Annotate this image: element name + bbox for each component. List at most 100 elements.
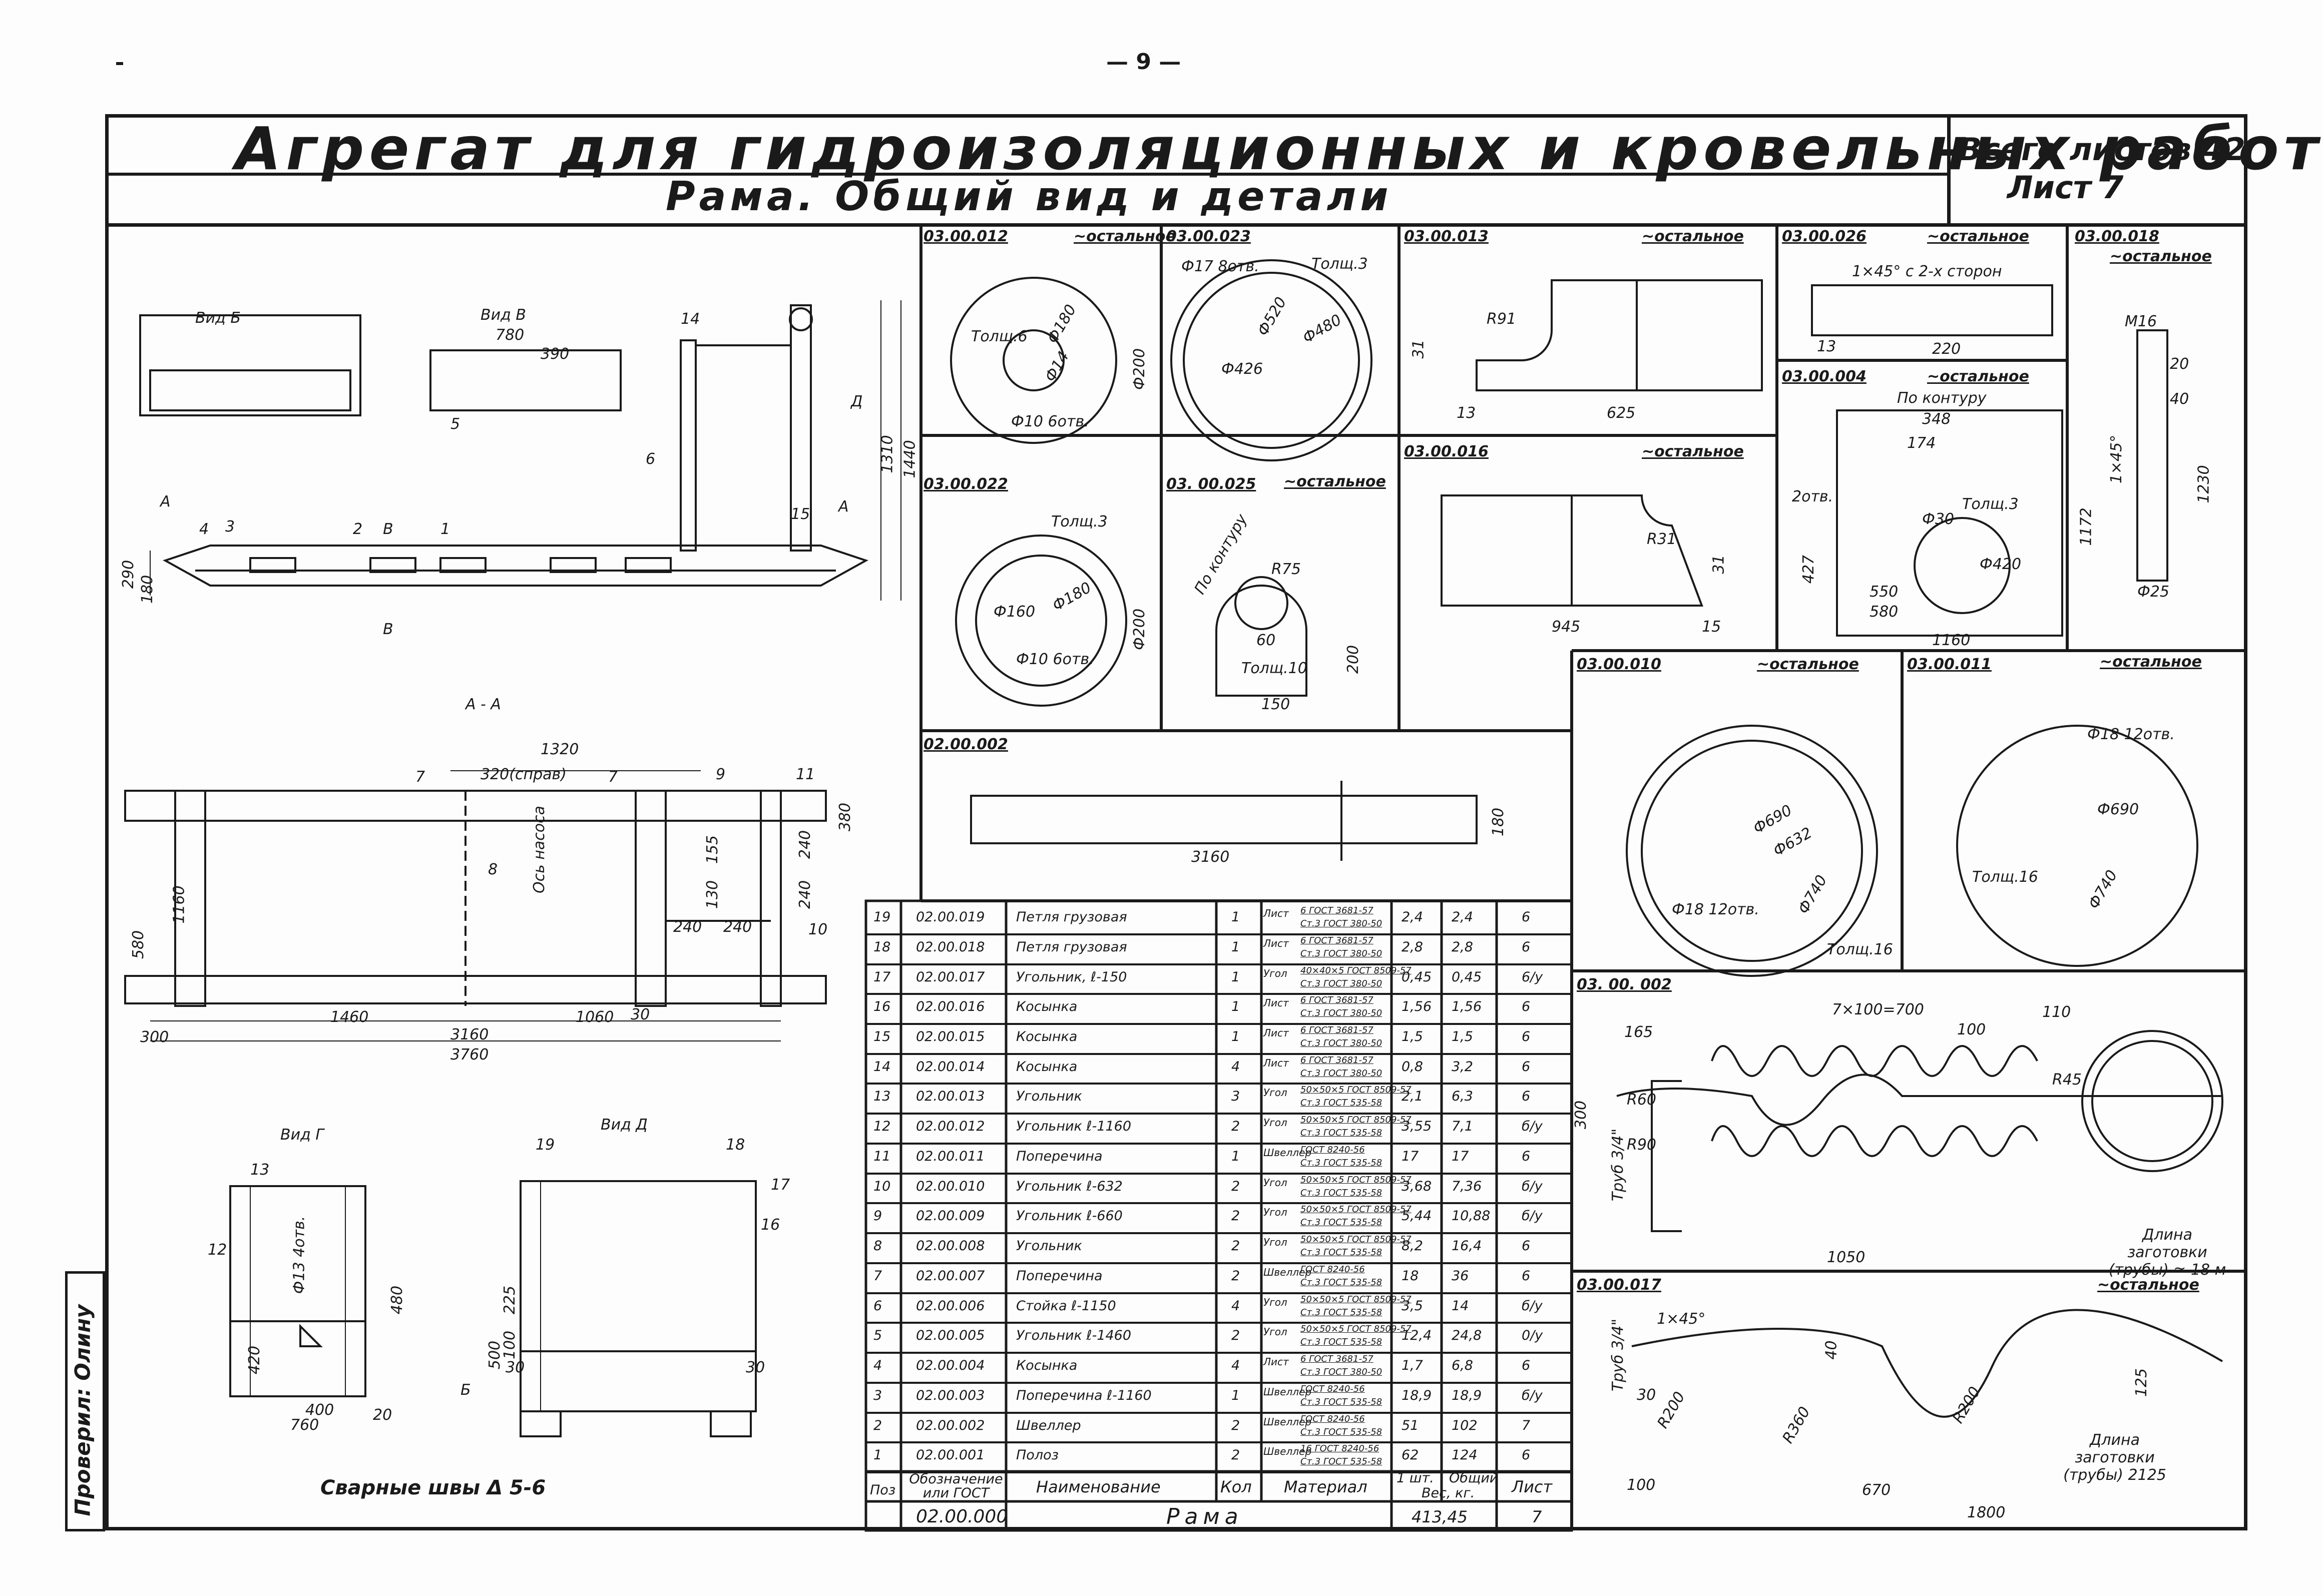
dim-20: 20	[373, 1406, 392, 1424]
table-cell-mat_kind: Угол	[1263, 1296, 1287, 1308]
callout: 14	[681, 310, 700, 328]
table-cell-pos: 19	[873, 909, 891, 925]
table-cell-mat_kind: Швеллер	[1263, 1146, 1312, 1159]
th-pos: Поз	[870, 1482, 896, 1498]
detail-note: Труб 3/4"	[1609, 1318, 1627, 1392]
table-cell-name: Косынка	[1016, 999, 1078, 1015]
table-row-line	[866, 933, 1572, 935]
detail-note: 1800	[1967, 1504, 2006, 1521]
table-cell-pos: 6	[873, 1298, 882, 1314]
callout: 7	[415, 768, 425, 786]
dim-3160: 3160	[450, 1026, 489, 1043]
table-row-line	[866, 1202, 1572, 1205]
detail-note: 40	[2170, 390, 2189, 408]
detail-note: 180	[1490, 807, 1508, 837]
table-cell-mat_kind: Лист	[1263, 907, 1289, 919]
table-cell-sheet: 6	[1522, 1028, 1531, 1044]
table-cell-wt: 18,9	[1452, 1387, 1482, 1403]
table-cell-material: 40×40×5 ГОСТ 8509-57	[1300, 965, 1412, 976]
total-mass: 413,45	[1412, 1507, 1468, 1526]
header-bottom-line	[105, 223, 2247, 227]
table-cell-code: 02.00.009	[916, 1208, 985, 1224]
table-cell-code: 02.00.017	[916, 969, 985, 985]
detail-note: М16	[2125, 313, 2157, 330]
table-cell-mat_kind: Швеллер	[1263, 1385, 1312, 1398]
table-cell-material: 50×50×5 ГОСТ 8509-57	[1300, 1115, 1412, 1126]
detail-note: R31	[1647, 530, 1677, 548]
table-cell-material: Ст.3 ГОСТ 380-50	[1300, 948, 1382, 959]
table-cell-w1: 0,8	[1402, 1058, 1423, 1075]
table-cell-sheet: 6	[1522, 999, 1531, 1015]
detail-note: 1230	[2195, 465, 2213, 503]
detail-note: Ф426	[1221, 360, 1263, 378]
detail-code: 03.00.017	[1577, 1276, 1661, 1294]
table-cell-code: 02.00.006	[916, 1298, 985, 1314]
table-cell-wt: 7,1	[1452, 1119, 1473, 1135]
table-cell-qty: 2	[1231, 1447, 1240, 1463]
callout: 12	[208, 1241, 227, 1259]
detail-note: 100	[1627, 1476, 1656, 1494]
table-cell-wt: 36	[1452, 1268, 1469, 1284]
table-cell-material: 50×50×5 ГОСТ 8509-57	[1300, 1324, 1412, 1335]
callout: 10	[808, 921, 828, 938]
table-cell-wt: 10,88	[1452, 1208, 1491, 1224]
dim-30-b: 30	[746, 1359, 765, 1376]
cut-v-bottom: В	[383, 621, 393, 638]
table-cell-qty: 2	[1231, 1119, 1240, 1135]
table-row-line	[866, 1142, 1572, 1145]
table-cell-material: 6 ГОСТ 3681-57	[1300, 935, 1373, 946]
rest-mark: ~остальное	[2110, 248, 2212, 265]
dim-1310: 1310	[878, 435, 896, 473]
detail-code: 03.00.004	[1782, 368, 1867, 385]
detail-code: 03.00.026	[1782, 228, 1867, 245]
detail-note: Толщ.6	[971, 328, 1028, 345]
table-row-line	[866, 1232, 1572, 1235]
table-cell-mat_kind: Швеллер	[1263, 1445, 1312, 1458]
table-cell-mat_kind: Угол	[1263, 1176, 1287, 1189]
table-cell-name: Поперечина	[1016, 1148, 1103, 1164]
table-cell-name: Угольник, ℓ-150	[1016, 969, 1127, 985]
table-cell-pos: 12	[873, 1119, 891, 1135]
rest-mark: ~остальное	[2097, 1276, 2199, 1294]
section-aa-label: А - А	[466, 696, 501, 713]
table-row-line	[866, 1411, 1572, 1414]
detail-note: R45	[2052, 1071, 2082, 1089]
table-cell-sheet: б/у	[1522, 1208, 1543, 1224]
table-cell-code: 02.00.003	[916, 1387, 985, 1403]
detail-code: 03.00.022	[923, 475, 1008, 493]
cut-d: Д	[851, 393, 863, 410]
table-cell-mat_kind: Лист	[1263, 1026, 1289, 1039]
drawing-title: Агрегат для гидроизоляционных и кровельн…	[235, 114, 2323, 183]
table-cell-name: Поперечина	[1016, 1268, 1103, 1284]
dim-480: 480	[388, 1285, 406, 1315]
detail-note: Толщ.3	[1051, 513, 1108, 530]
detail-note: Ф17 8отв.	[1181, 258, 1259, 275]
table-cell-material: 50×50×5 ГОСТ 8509-57	[1300, 1294, 1412, 1305]
table-cell-material: 50×50×5 ГОСТ 8509-57	[1300, 1204, 1412, 1215]
view-g	[229, 1185, 366, 1397]
callout: 6	[646, 450, 656, 468]
detail-note: 1050	[1827, 1249, 1866, 1266]
table-cell-w1: 5,44	[1402, 1208, 1432, 1224]
table-cell-qty: 1	[1231, 909, 1240, 925]
table-cell-w1: 18,9	[1402, 1387, 1432, 1403]
table-cell-w1: 1,56	[1402, 999, 1432, 1015]
detail-note: 7×100=700	[1832, 1001, 1924, 1018]
table-cell-material: 6 ГОСТ 3681-57	[1300, 995, 1373, 1006]
dim-225: 225	[501, 1285, 519, 1315]
table-cell-qty: 1	[1231, 1028, 1240, 1044]
table-cell-material: Ст.3 ГОСТ 535-58	[1300, 1277, 1382, 1288]
detail-note: 550	[1870, 583, 1899, 601]
callout: 7	[608, 768, 618, 786]
table-cell-material: 50×50×5 ГОСТ 8509-57	[1300, 1234, 1412, 1245]
view-b-label: Вид Б	[195, 309, 241, 327]
detail-note: Ф10 6отв.	[1011, 413, 1089, 430]
table-cell-material: Ст.3 ГОСТ 535-58	[1300, 1217, 1382, 1228]
detail-note: 31	[1710, 555, 1728, 574]
weld-note: Сварные швы Δ 5-6	[320, 1476, 546, 1499]
dim-420: 420	[246, 1345, 264, 1375]
table-row-line	[866, 1113, 1572, 1115]
detail-note: 1172	[2077, 507, 2095, 546]
callout: 9	[716, 766, 726, 783]
table-cell-mat_kind: Швеллер	[1263, 1266, 1312, 1278]
